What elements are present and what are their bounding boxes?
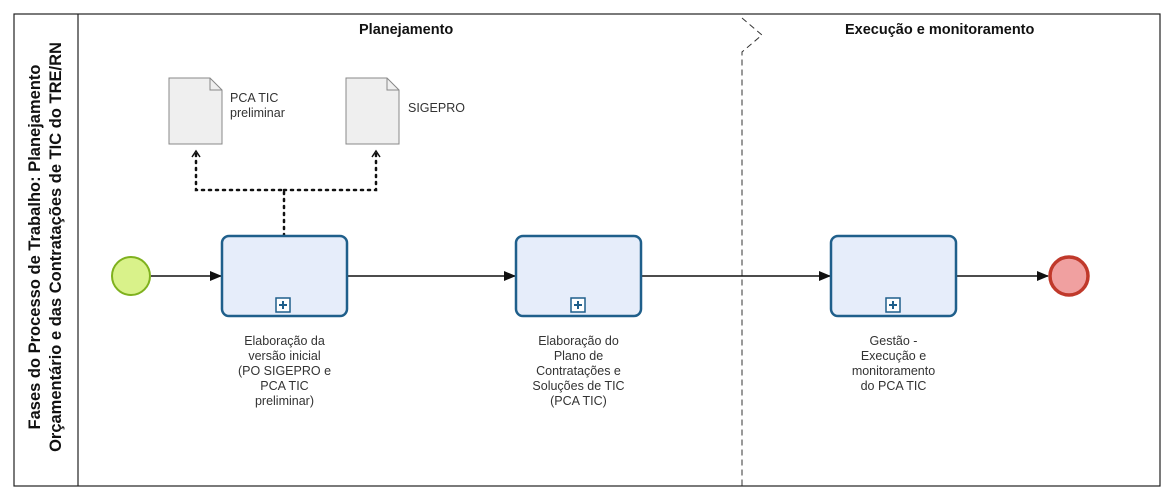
subprocess-marker-icon [570,297,586,313]
task-elaboracao-pca-tic[interactable] [514,234,643,318]
pool-title-line2: Orçamentário e das Contratações de TIC d… [47,42,65,452]
document-pca-tic-preliminar[interactable] [168,77,223,145]
task-label-1: Elaboração da versão inicial (PO SIGEPRO… [237,334,332,408]
end-event[interactable] [1048,255,1090,297]
data-association-sigepro [282,149,381,192]
document-sigepro[interactable] [345,77,400,145]
lane-divider [741,17,763,486]
start-event[interactable] [111,256,151,296]
task-label-3: Gestão - Execução e monitoramento do PCA… [851,334,936,393]
subprocess-marker-icon [275,297,291,313]
document-label-sigepro: SIGEPRO [408,101,465,115]
task-gestao-execucao[interactable] [829,234,958,318]
pool-border [13,13,1161,487]
data-association-pca [191,149,286,238]
pool-title: Fases do Processo de Trabalho: Planejame… [14,14,78,480]
task-elaboracao-versao-inicial[interactable] [220,234,349,318]
lane-title-planejamento: Planejamento [359,22,454,38]
task-label-2: Elaboração do Plano de Contratações e So… [532,334,625,408]
document-label-pca: PCA TIC preliminar [230,91,285,120]
lane-title-execucao: Execução e monitoramento [845,22,1035,38]
pool-title-line1: Fases do Processo de Trabalho: Planejame… [26,64,44,430]
subprocess-marker-icon [885,297,901,313]
